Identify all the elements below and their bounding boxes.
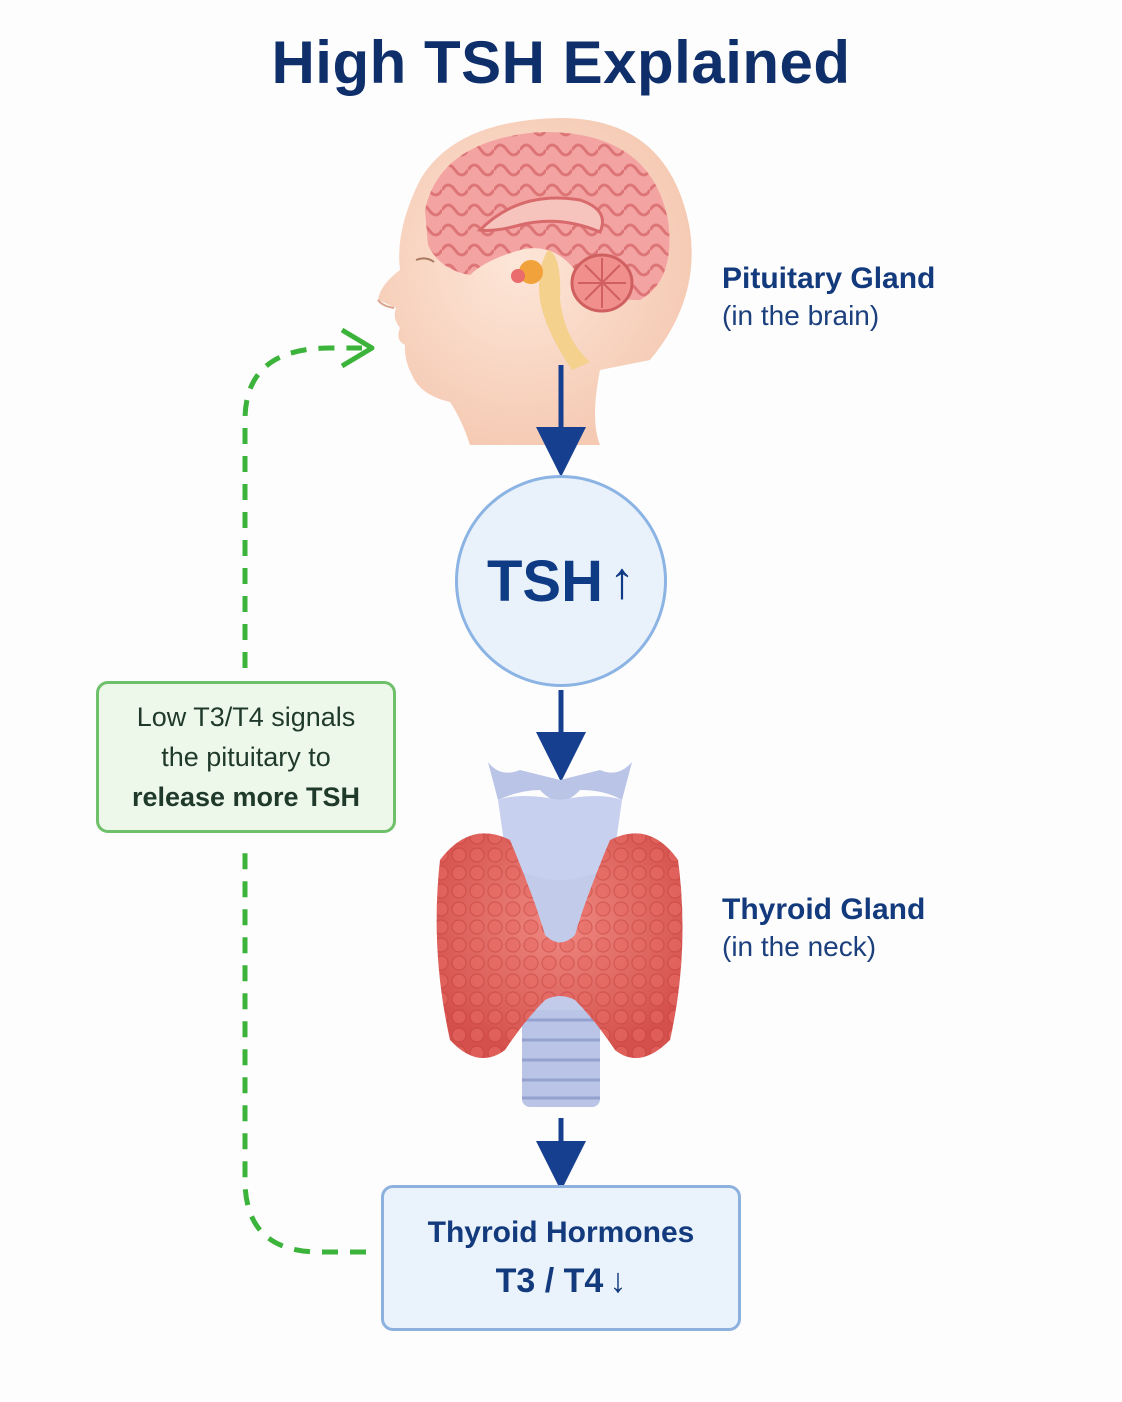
feedback-note-box: Low T3/T4 signals the pituitary to relea…: [96, 681, 396, 833]
page-title: High TSH Explained: [271, 29, 851, 96]
pituitary-sublabel: (in the brain): [722, 300, 880, 331]
thyroid-hormones-box: Thyroid Hormones T3 / T4↓: [381, 1185, 741, 1331]
hormones-value-row: T3 / T4↓: [496, 1262, 627, 1301]
feedback-loop-lower: [242, 848, 366, 1255]
feedback-arrowhead: [340, 327, 375, 369]
hormones-title: Thyroid Hormones: [427, 1215, 695, 1249]
feedback-line-2: the pituitary to: [161, 742, 331, 772]
pituitary-label: Pituitary Gland: [722, 262, 936, 295]
thyroid-label: Thyroid Gland: [722, 893, 926, 926]
feedback-loop-upper: [242, 345, 362, 668]
thyroid-label-group: Thyroid Gland (in the neck): [722, 893, 925, 963]
thyroid-illustration-icon: [436, 762, 683, 1107]
hormones-down-arrow-icon: ↓: [609, 1261, 627, 1300]
head-illustration-icon: [377, 118, 692, 445]
tsh-node: TSH ↑: [455, 475, 667, 687]
tsh-up-arrow-icon: ↑: [609, 552, 635, 610]
feedback-line-3: release more TSH: [131, 782, 361, 812]
tsh-label: TSH: [487, 548, 603, 614]
thyroid-sublabel: (in the neck): [722, 931, 877, 962]
hormones-value: T3 / T4: [495, 1261, 604, 1300]
feedback-line-1: Low T3/T4 signals: [136, 702, 356, 732]
pituitary-label-group: Pituitary Gland (in the brain): [722, 262, 935, 332]
